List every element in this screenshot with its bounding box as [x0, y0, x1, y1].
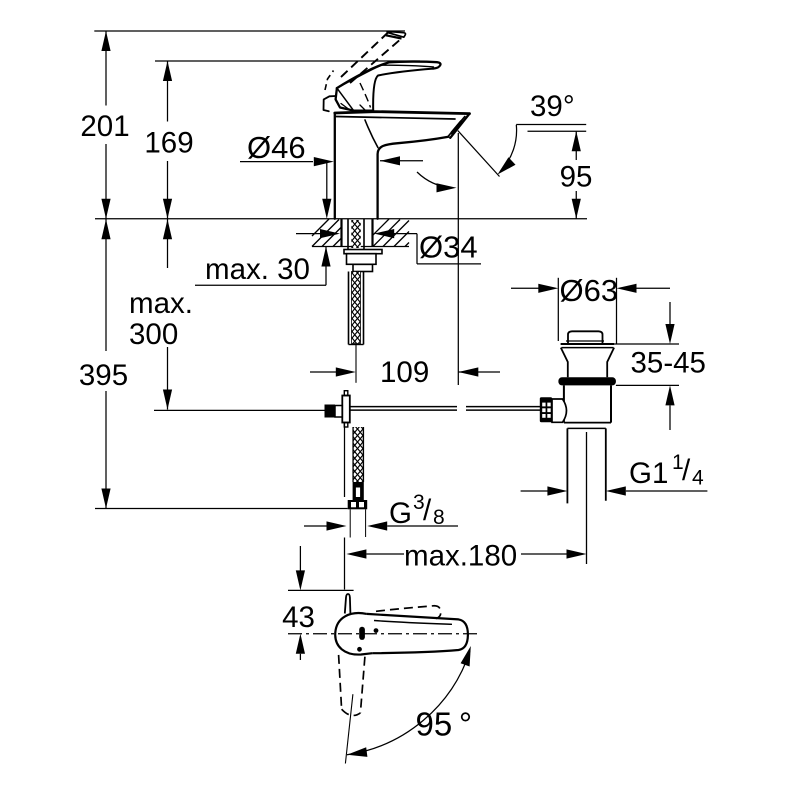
svg-text:109: 109: [380, 356, 429, 389]
svg-text:169: 169: [144, 127, 193, 160]
svg-text:max.: max.: [129, 287, 193, 320]
svg-text:35-45: 35-45: [631, 347, 706, 380]
svg-text:43: 43: [282, 601, 315, 634]
svg-text:max. 30: max. 30: [205, 253, 310, 286]
svg-text:300: 300: [129, 318, 178, 351]
svg-text:1: 1: [672, 451, 684, 474]
svg-text:201: 201: [80, 110, 129, 143]
svg-text:95 °: 95 °: [416, 706, 473, 743]
svg-text:95: 95: [560, 161, 593, 194]
svg-text:max.180: max.180: [404, 540, 517, 573]
svg-text:39°: 39°: [530, 90, 575, 123]
svg-text:/: /: [423, 494, 432, 527]
svg-text:4: 4: [692, 467, 704, 490]
svg-text:G1: G1: [629, 457, 668, 490]
svg-text:G: G: [389, 497, 412, 530]
svg-text:3: 3: [413, 491, 425, 514]
svg-text:395: 395: [79, 359, 128, 392]
svg-text:8: 8: [433, 506, 445, 529]
svg-text:Ø63: Ø63: [560, 273, 619, 308]
svg-text:Ø34: Ø34: [419, 230, 478, 265]
svg-text:/: /: [682, 454, 691, 487]
svg-text:Ø46: Ø46: [247, 130, 306, 165]
